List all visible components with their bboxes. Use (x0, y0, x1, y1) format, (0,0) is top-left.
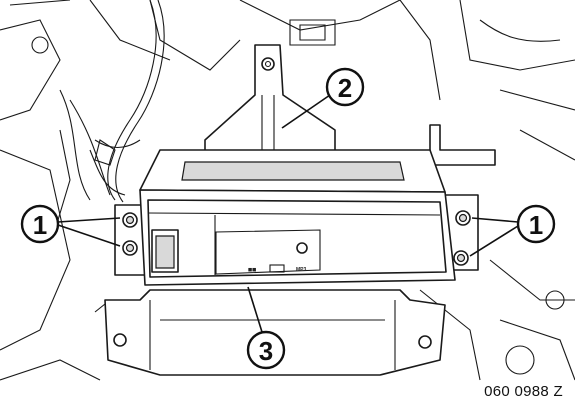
support-tray (104, 289, 446, 376)
callout-3: 3 (246, 330, 286, 370)
screw-group-right (453, 210, 471, 266)
callout-1-right: 1 (516, 204, 556, 244)
svg-text:1: 1 (33, 210, 47, 240)
figure-reference-number: 060 0988 Z (484, 383, 563, 400)
cd-changer-unit: ◼◼ MP3 (139, 149, 456, 286)
screw-group-left (122, 212, 138, 256)
vehicle-body-background (0, 0, 575, 381)
svg-text:3: 3 (259, 336, 273, 366)
wire-harness (89, 0, 165, 203)
svg-text:1: 1 (529, 210, 543, 240)
mp3-badge: MP3 (296, 267, 307, 273)
svg-text:2: 2 (338, 73, 352, 103)
device-logo: ◼◼ (248, 267, 256, 273)
callout-2: 2 (325, 67, 365, 107)
callout-1-left: 1 (20, 204, 60, 244)
leader-lines (57, 94, 519, 333)
